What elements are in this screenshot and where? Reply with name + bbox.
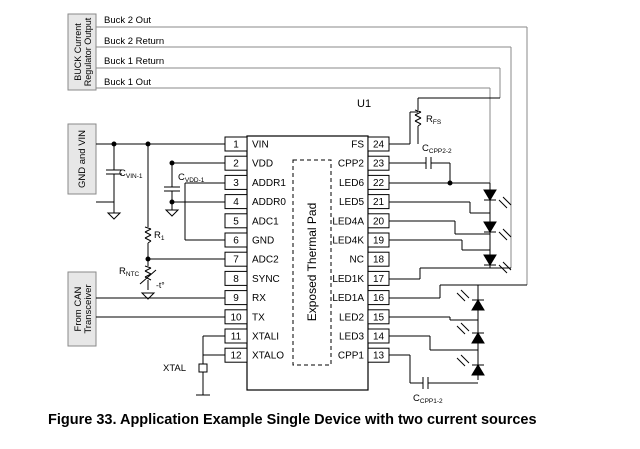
pin-name: RX (252, 293, 266, 304)
pin-name: LED6 (339, 178, 364, 189)
pin-name: VIN (252, 140, 269, 151)
pin-name: LED5 (339, 197, 364, 208)
pin-number: 23 (373, 159, 385, 170)
can-block (67, 271, 97, 347)
buck-block (67, 13, 97, 91)
pin-number: 22 (373, 178, 385, 189)
cpp1-label: CCPP1-2 (413, 393, 443, 405)
pin-name: ADC1 (252, 216, 279, 227)
pin-number: 12 (230, 351, 242, 362)
buck2-out-label: Buck 2 Out (104, 15, 151, 26)
pin-name: ADDR1 (252, 178, 286, 189)
cpp2-label: CCPP2-2 (422, 143, 452, 155)
pin-number: 15 (373, 312, 385, 323)
pin-number: 3 (233, 178, 239, 189)
pin-number: 17 (373, 274, 385, 285)
pin-name: TX (252, 312, 265, 323)
xtal-label: XTAL (163, 363, 186, 374)
pin-number: 11 (231, 332, 242, 343)
buck2-return-label: Buck 2 Return (104, 36, 164, 47)
figure-caption: Figure 33. Application Example Single De… (48, 412, 537, 428)
pin-number: 6 (233, 236, 239, 247)
pin-number: 7 (233, 255, 239, 266)
pin-box (367, 270, 390, 286)
gnd-vin-block (67, 123, 97, 195)
can-block-label: From CANTransceiver (73, 284, 94, 333)
cvin-label: CVIN-1 (119, 168, 143, 180)
rntc-label: RNTC (119, 266, 140, 278)
pin-name: XTALI (252, 332, 279, 343)
pin-number: 9 (233, 293, 239, 304)
pin-name: SYNC (252, 274, 280, 285)
pin-box (224, 174, 248, 190)
pin-name: LED3 (339, 332, 364, 343)
gnd-vin-label: GND and VIN (77, 130, 88, 188)
pin-number: 19 (373, 236, 385, 247)
buck1-return-label: Buck 1 Return (104, 56, 164, 67)
pin-number: 13 (373, 351, 385, 362)
pin-number: 4 (233, 197, 239, 208)
pin-name: VDD (252, 159, 273, 170)
buck-block-label: BUCK CurrentRegulator Output (73, 17, 93, 86)
pin-name: LED4K (332, 236, 364, 247)
pin-number: 20 (373, 216, 385, 227)
rfs-label: RFS (426, 114, 442, 126)
pin-name: LED1K (332, 274, 364, 285)
pin-name: FS (351, 140, 364, 151)
pin-box (224, 213, 248, 229)
pin-name: CPP1 (338, 351, 365, 362)
pin-name: ADC2 (252, 255, 279, 266)
pin-name: CPP2 (338, 159, 365, 170)
thermal-pad-label: Exposed Thermal Pad (305, 203, 319, 322)
ntc-mark: -t° (156, 280, 165, 290)
pin-box (367, 251, 390, 267)
pin-name: LED1A (332, 293, 364, 304)
pin-name: LED4A (332, 216, 364, 227)
pin-name: GND (252, 236, 274, 247)
pin-number: 24 (373, 140, 385, 151)
buck1-out-label: Buck 1 Out (104, 77, 151, 88)
pin-number: 2 (233, 159, 239, 170)
pin-number: 14 (373, 332, 385, 343)
pin-number: 21 (373, 197, 385, 208)
pin-box (224, 270, 248, 286)
cvdd-label: CVDD-1 (178, 172, 205, 184)
pin-number: 5 (233, 216, 239, 227)
pin-name: XTALO (252, 351, 284, 362)
pin-box (367, 174, 390, 190)
thermal-pad (292, 159, 332, 366)
pin-name: LED2 (339, 312, 364, 323)
pin-number: 1 (233, 140, 239, 151)
chip-name: U1 (357, 98, 371, 110)
r1-label: R1 (154, 230, 165, 242)
pin-number: 8 (233, 274, 239, 285)
pin-name: ADDR0 (252, 197, 286, 208)
pin-number: 10 (230, 312, 242, 323)
pin-number: 16 (373, 293, 385, 304)
pin-number: 18 (373, 255, 385, 266)
pin-name: NC (350, 255, 364, 266)
